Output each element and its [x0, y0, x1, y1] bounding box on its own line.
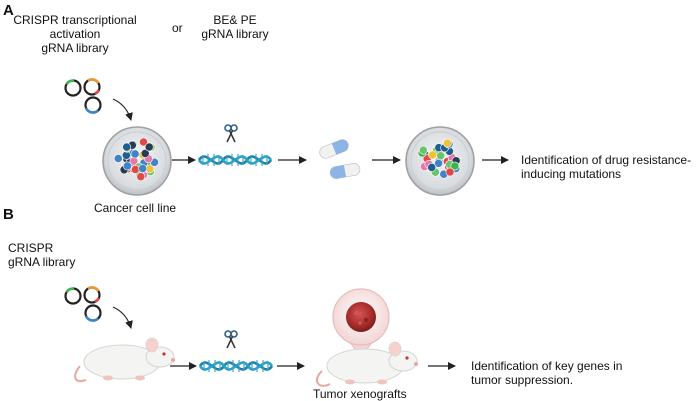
scissors-icon [224, 124, 238, 143]
outcome-line: tumor suppression. [471, 373, 574, 387]
cell [445, 167, 455, 177]
curved-arrow [112, 306, 133, 329]
cell [144, 142, 154, 152]
cell [130, 149, 140, 159]
cell [139, 137, 148, 147]
plasmid-library-icon [64, 286, 102, 322]
tumor-callout-icon [332, 288, 390, 358]
cell [427, 162, 437, 172]
cancer-cells-icon [113, 137, 159, 182]
cell [140, 148, 150, 158]
panel-a-label: A [3, 2, 14, 19]
library-label-line: gRNA library [41, 41, 109, 55]
cell [450, 161, 460, 171]
scissors-icon [224, 330, 238, 349]
cell [442, 138, 452, 148]
cell [428, 150, 438, 160]
cell [138, 164, 148, 173]
panel-b-label: B [3, 206, 14, 223]
or-label: or [172, 21, 183, 35]
tumor-xenografts-label: Tumor xenografts [313, 387, 407, 401]
cell [123, 161, 132, 171]
dna-helix-icon [197, 152, 273, 168]
drug-pills-icon [319, 139, 361, 179]
library-label-line: gRNA library [201, 27, 269, 41]
library-label-line: CRISPR [8, 241, 54, 255]
resistant-cells-icon [417, 138, 461, 179]
library-label-line: BE& PE [213, 13, 257, 27]
cell [136, 172, 146, 182]
outcome-line: Identification of key genes in [471, 359, 623, 373]
cell [122, 142, 132, 152]
plasmid-library-icon [64, 78, 102, 114]
dna-helix-icon [198, 358, 274, 374]
outcome-line: Identification of drug resistance- [521, 153, 692, 167]
cell [418, 145, 428, 155]
mouse-icon [74, 337, 175, 382]
cell [436, 151, 446, 161]
crispr-library-label: CRISPR gRNA library [8, 241, 75, 269]
cell [113, 154, 123, 163]
xenograft-mouse-icon [315, 341, 418, 387]
library-label-line: CRISPR transcriptional [13, 13, 137, 27]
curved-arrow [112, 98, 133, 121]
be-pe-library-label: BE& PE gRNA library [196, 13, 274, 41]
cancer-cell-line-label: Cancer cell line [94, 201, 177, 215]
library-label-line: gRNA library [8, 255, 76, 269]
crispra-library-label: CRISPR transcriptional activation gRNA l… [5, 13, 145, 55]
library-label-line: activation [49, 27, 101, 41]
drug-resistance-outcome: Identification of drug resistance- induc… [521, 153, 691, 181]
cell [130, 164, 140, 174]
outcome-line: inducing mutations [521, 167, 622, 181]
tumor-suppression-outcome: Identification of key genes in tumor sup… [471, 359, 622, 387]
